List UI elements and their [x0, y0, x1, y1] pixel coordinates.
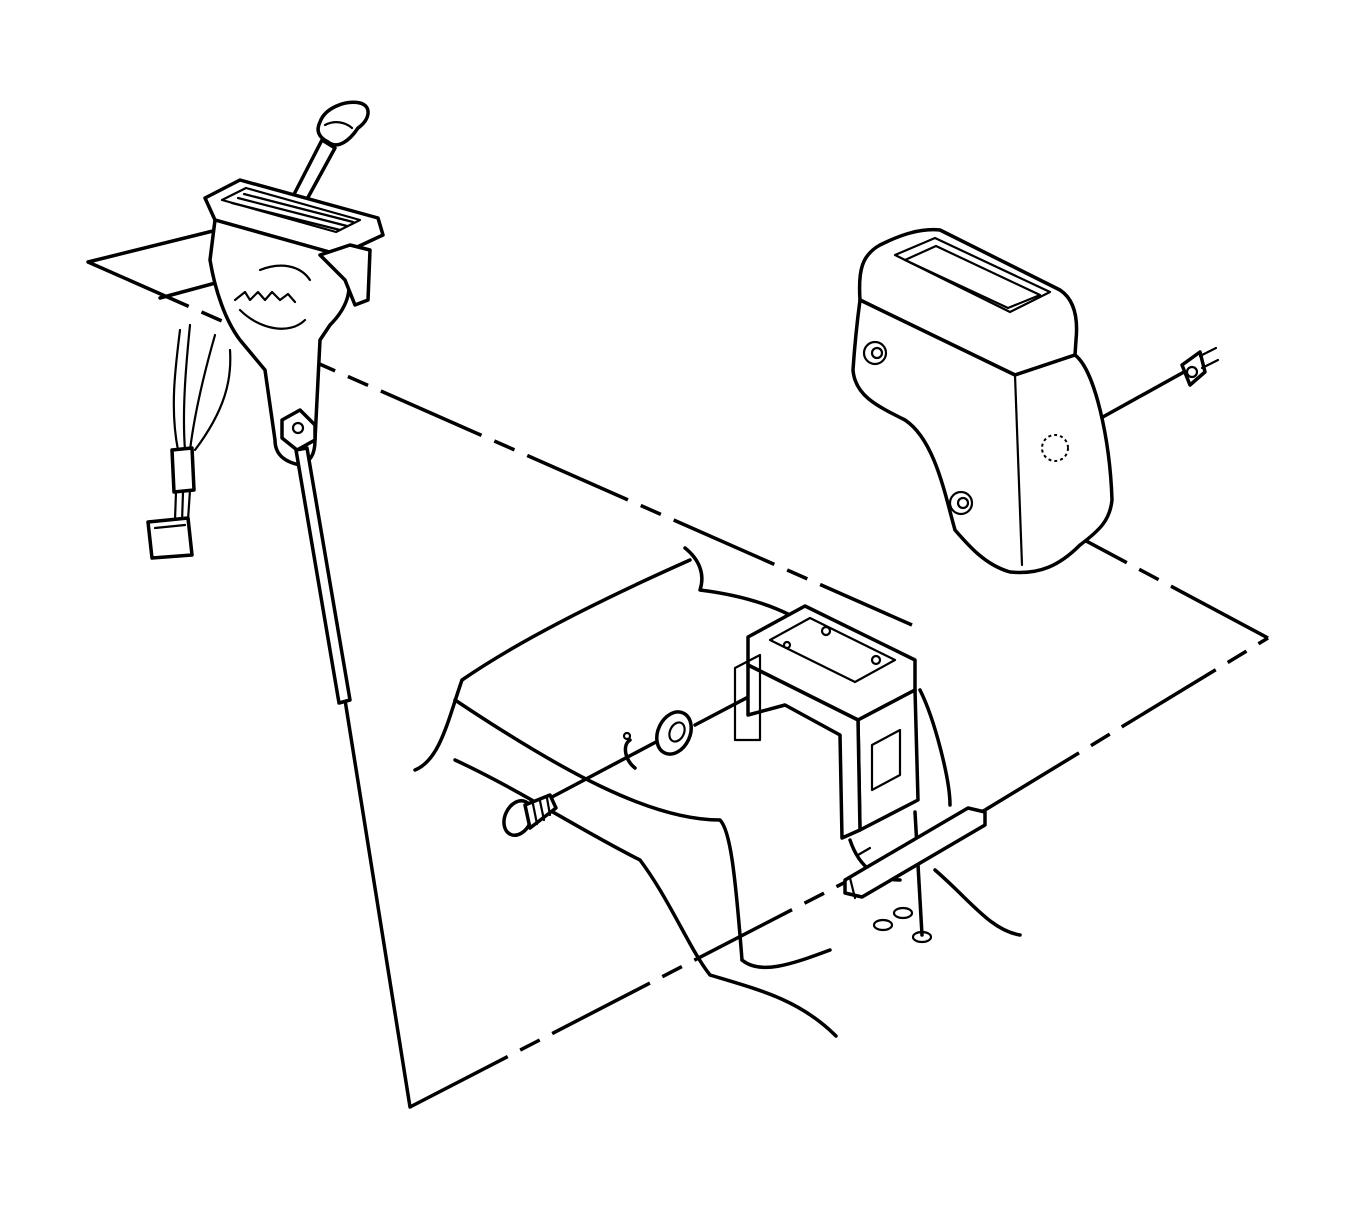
wire-sleeve [170, 446, 196, 494]
alignment-line-shifter-top [86, 226, 227, 264]
shift-rod [294, 446, 352, 705]
alignment-line-shifter-to-bracket [87, 260, 913, 627]
wire-harness [172, 328, 182, 452]
floor-tunnel [413, 546, 1022, 1038]
floor-hole-2 [892, 906, 914, 920]
alignment-line-pin [1099, 370, 1186, 420]
retaining-clip [622, 731, 637, 770]
alignment-line-rod-down [343, 698, 412, 1109]
screw [502, 793, 558, 837]
push-pin-retainer [1180, 346, 1220, 387]
console-cover [851, 227, 1114, 575]
shift-control-assembly [146, 100, 385, 705]
mounting-bracket [733, 604, 987, 900]
alignment-line-bolt [913, 810, 924, 937]
detent-plate [233, 290, 297, 304]
alignment-line-base-right [984, 636, 1269, 812]
alignment-line-screw [550, 740, 658, 799]
bushing [655, 710, 693, 756]
floor-hole-1 [872, 918, 894, 932]
floor-hole-3 [911, 930, 933, 944]
